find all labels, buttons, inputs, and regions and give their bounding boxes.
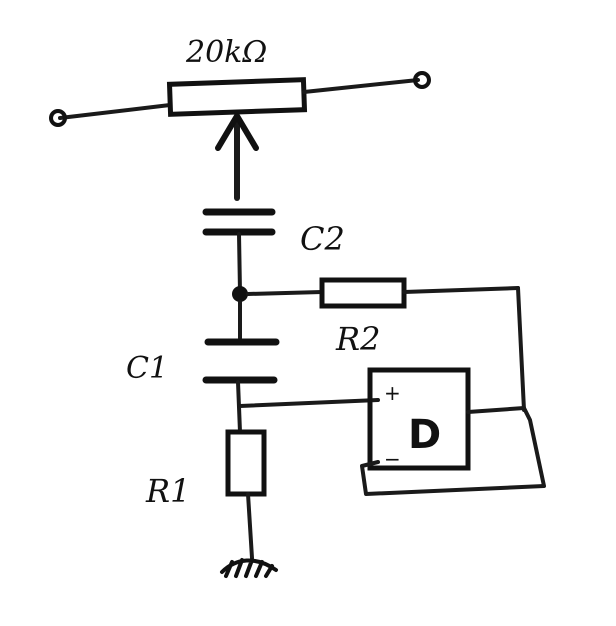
c2-label: C2 — [300, 220, 345, 258]
wire-feedback-loop — [360, 406, 546, 496]
ground-symbol — [220, 558, 278, 578]
opamp-plus-sign: + — [384, 381, 401, 405]
wire-c2-to-node — [237, 232, 242, 294]
resistor-r1: R1 — [145, 429, 267, 560]
wire-node-to-r2 — [246, 290, 324, 296]
pot-left-lead — [58, 103, 172, 120]
r2-label: R2 — [335, 320, 380, 358]
opamp-symbol: D — [408, 412, 441, 458]
r1-body — [225, 429, 267, 497]
r2-body — [319, 277, 407, 309]
pot-right-lead — [302, 78, 420, 94]
pot-left-terminal — [49, 109, 67, 127]
wiper-arrowhead — [215, 113, 259, 151]
pot-wiper — [215, 113, 259, 201]
ground-hatch — [220, 558, 278, 578]
wire-opamp-output — [466, 406, 526, 414]
potentiometer: 20kΩ — [49, 35, 431, 127]
wire-to-opamp-plus — [238, 398, 380, 408]
pot-body — [166, 77, 308, 117]
capacitor-c2: C2 — [202, 208, 345, 258]
opamp-minus-sign: − — [384, 447, 401, 471]
wire-feedback-down — [516, 286, 526, 412]
wire-r2-to-feedback — [402, 286, 520, 294]
opamp-box — [367, 367, 471, 471]
capacitor-c1: C1 — [126, 338, 280, 386]
junction-node — [232, 286, 248, 302]
c1-label: C1 — [126, 351, 168, 386]
pot-right-terminal — [413, 71, 431, 89]
opamp: + − D — [367, 367, 526, 471]
pot-value-label: 20kΩ — [185, 35, 267, 70]
r1-label: R1 — [145, 472, 190, 510]
resistor-r2-branch: R2 — [246, 277, 526, 412]
wire-r1-to-ground — [246, 492, 254, 560]
